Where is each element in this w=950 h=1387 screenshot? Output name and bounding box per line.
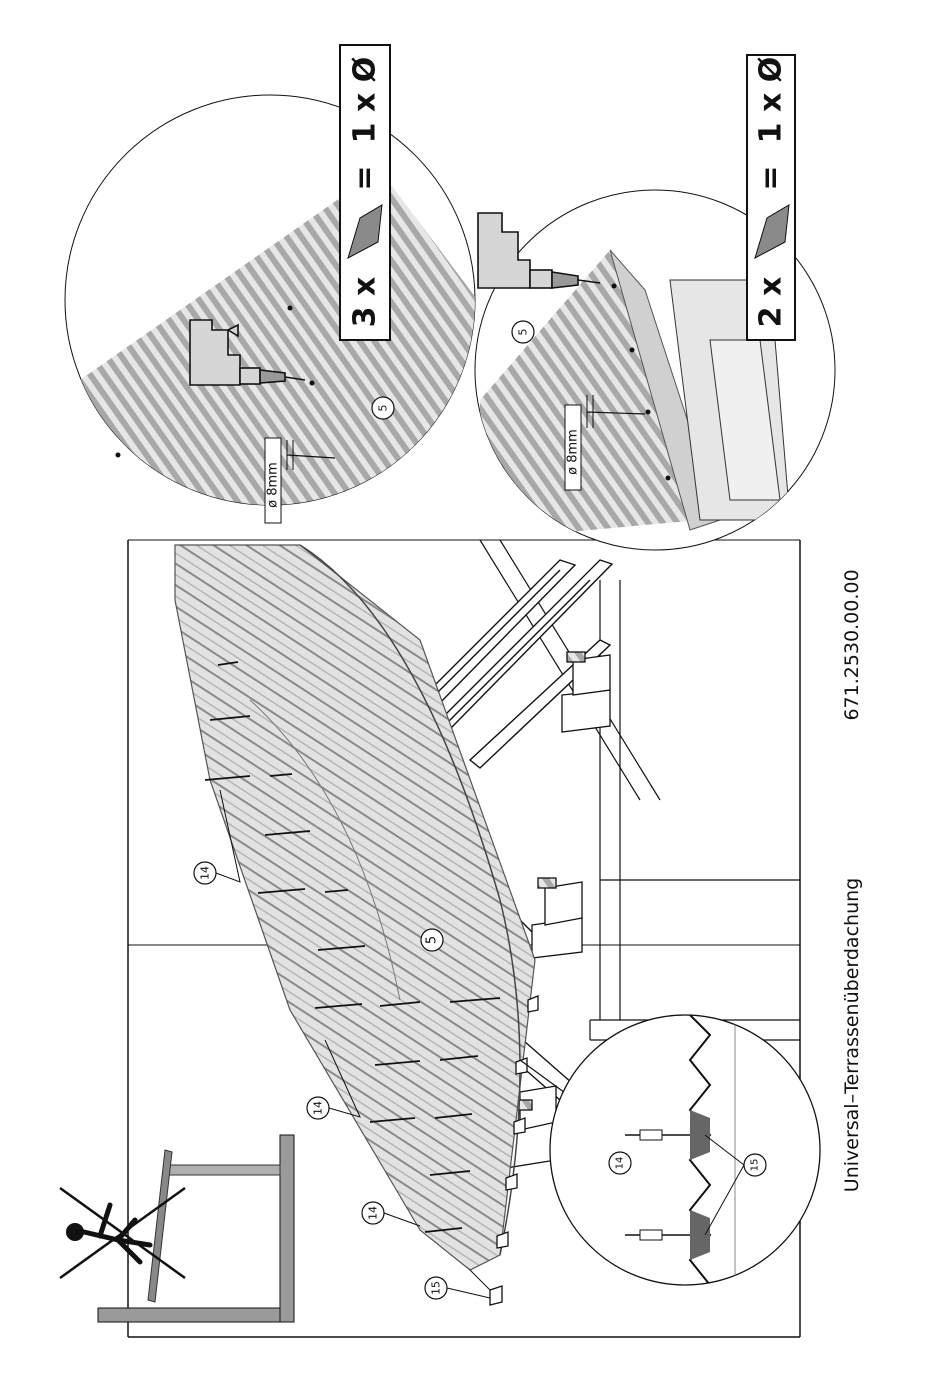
ratio-count-top: 3 x: [348, 277, 383, 328]
no-walking-on-roof-icon: [60, 1135, 294, 1322]
ratio-count-bottom: 2 x: [754, 277, 789, 328]
ratio-result-bottom: 1 x Ø: [754, 57, 789, 144]
callout-15-inset: 15: [750, 1159, 761, 1172]
callout-14-b: 14: [312, 1101, 325, 1115]
ratio-equals-top: =: [348, 165, 383, 190]
callout-5-main: 5: [425, 936, 440, 944]
callout-sheet-main: 5: [421, 929, 443, 951]
callout-14-inset: 14: [615, 1157, 626, 1170]
ratio-box-bottom[interactable]: 2 x = 1 x Ø: [747, 55, 795, 340]
callout-14-c: 14: [367, 1206, 380, 1220]
callout-5-bottom: 5: [517, 329, 530, 336]
diameter-label-top: ø 8mm: [266, 462, 281, 508]
cross-section-inset: 14 15: [550, 1010, 820, 1290]
ratio-equals-bottom: =: [754, 165, 789, 190]
detail-drilling-top: ø 8mm 5 3 x = 1 x Ø: [65, 45, 500, 523]
article-number: 671.2530.00.00: [841, 569, 863, 720]
product-name: Universal–Terrassenüberdachung: [841, 878, 863, 1192]
callout-15-main: 15: [430, 1281, 443, 1295]
callout-5-top: 5: [377, 405, 390, 412]
detail-drilling-edge: ø 8mm 5 2 x = 1 x Ø: [475, 55, 835, 550]
callout-14-a: 14: [199, 866, 212, 880]
ratio-result-top: 1 x Ø: [348, 57, 383, 144]
ratio-box-top[interactable]: 3 x = 1 x Ø: [340, 45, 390, 340]
diameter-label-bottom: ø 8mm: [566, 429, 581, 475]
